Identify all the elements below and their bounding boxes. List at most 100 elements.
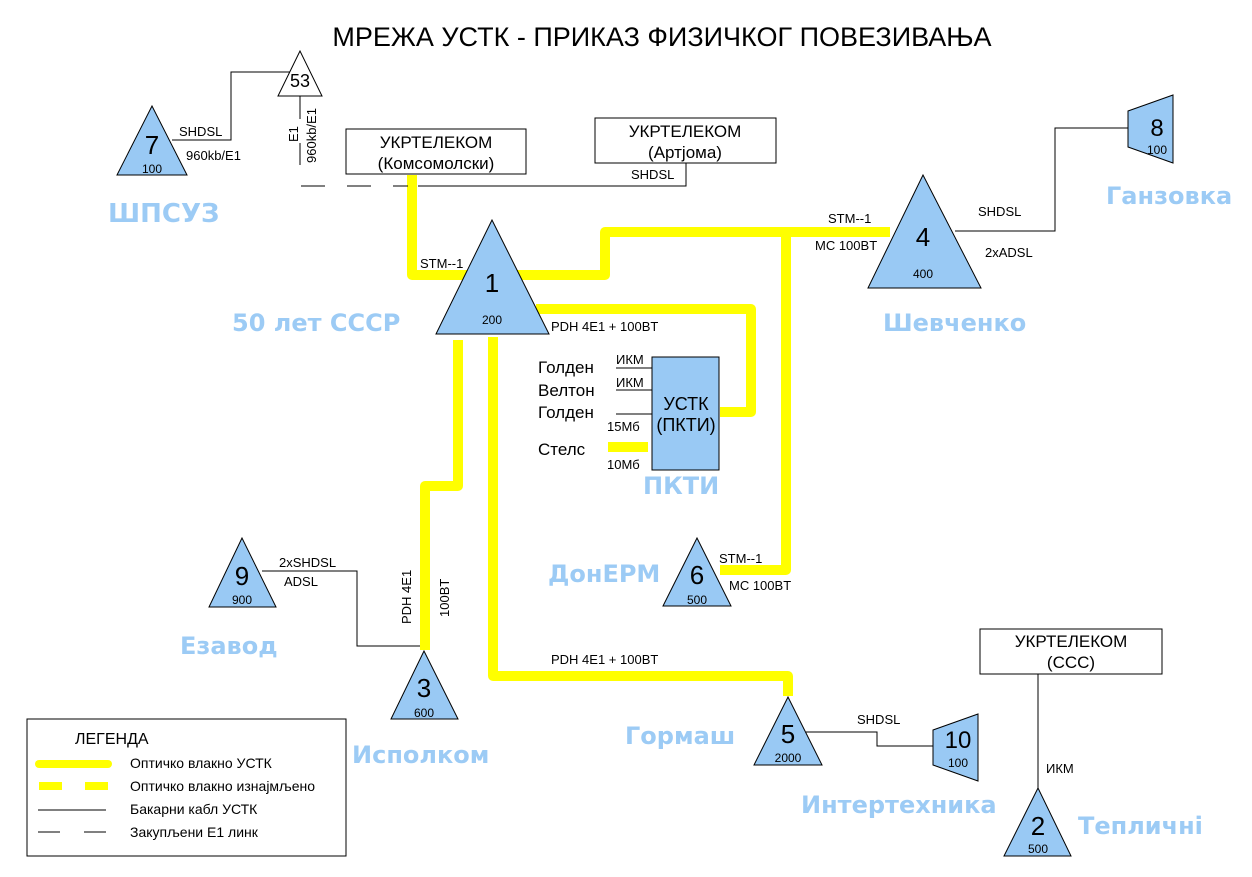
legend-label: Бакарни кабл УСТК bbox=[130, 801, 258, 817]
node-capacity: 100 bbox=[142, 162, 162, 176]
pkti-input-link: 15Мб bbox=[607, 419, 640, 434]
label-n6-mc: MC 100BT bbox=[729, 578, 791, 593]
box-line2: (ССС) bbox=[1047, 653, 1095, 672]
box-line2: (Комсомолски) bbox=[378, 154, 495, 173]
pkti-input-link: 10Мб bbox=[607, 457, 640, 472]
site-label-intertehnika: Интертехника bbox=[801, 791, 997, 819]
ukrtelekom-komsomolski-box: УКРТЕЛЕКОМ (Комсомолски) bbox=[345, 128, 527, 175]
legend-label: Оптичко влакно изнајмљено bbox=[130, 778, 315, 794]
legend-item-fiber-dashed: Оптичко влакно изнајмљено bbox=[39, 778, 315, 794]
node-2: 2 500 bbox=[1003, 786, 1072, 857]
site-label-donerm: ДонЕРМ bbox=[548, 560, 660, 588]
node-id: 4 bbox=[916, 222, 930, 252]
node-id: 8 bbox=[1150, 115, 1163, 142]
fiber-komsomolski-to-n1 bbox=[407, 175, 468, 280]
legend-item-copper-dashed: Закупљени Е1 линк bbox=[38, 824, 259, 840]
fiber-links bbox=[407, 175, 890, 696]
fiber-trunk-to-n6 bbox=[720, 232, 791, 575]
node-capacity: 900 bbox=[232, 593, 252, 607]
label-n4-adsl: 2xADSL bbox=[985, 245, 1033, 260]
legend-frame bbox=[26, 718, 347, 857]
box-line1: УСТК bbox=[663, 394, 709, 414]
node-capacity: 500 bbox=[687, 593, 707, 607]
legend-item-copper-solid: Бакарни кабл УСТК bbox=[38, 801, 258, 817]
fiber-n1-to-pkti bbox=[536, 304, 756, 417]
node-10: 10 100 bbox=[932, 713, 979, 782]
node-capacity: 2000 bbox=[775, 751, 802, 765]
label-n9-shdsl: 2xSHDSL bbox=[279, 555, 336, 570]
node-id: 10 bbox=[945, 727, 972, 754]
ukrtelekom-ccc-box: УКРТЕЛЕКОМ (ССС) bbox=[979, 628, 1163, 675]
diagram-title: МРЕЖА УСТК - ПРИКАЗ ФИЗИЧКОГ ПОВЕЗИВАЊА bbox=[332, 22, 991, 52]
pkti-input-link: ИКМ bbox=[616, 375, 644, 390]
legend: ЛЕГЕНДА Оптичко влакно УСТК Оптичко влак… bbox=[26, 718, 347, 857]
pkti-input-link: ИКМ bbox=[616, 352, 644, 367]
box-line1: УКРТЕЛЕКОМ bbox=[1015, 632, 1128, 651]
box-line1: УКРТЕЛЕКОМ bbox=[380, 133, 493, 152]
copper-links bbox=[172, 71, 1128, 790]
pkti-input-name: Велтон bbox=[538, 381, 595, 400]
node-53: 53 bbox=[277, 49, 323, 97]
copper-komsomolski-to-artjoma bbox=[418, 163, 687, 187]
site-labels: ШПСУЗ 50 лет СССР Шевченко Ганзовка ПКТИ… bbox=[108, 182, 1232, 840]
label-n1-stm: STM--1 bbox=[420, 256, 463, 271]
label-n7-rate: 960kb/E1 bbox=[186, 148, 241, 163]
label-n3-pdh: PDH 4E1 bbox=[399, 570, 414, 624]
fiber-n1-to-n4 bbox=[516, 227, 890, 280]
node-id: 1 bbox=[485, 268, 499, 298]
site-label-teplichni: Тепличні bbox=[1078, 812, 1203, 840]
node-1: 1 200 bbox=[435, 218, 550, 335]
ukrtelekom-artjoma-box: УКРТЕЛЕКОМ (Артјома) bbox=[594, 117, 777, 164]
pkti-input-name: Голден bbox=[538, 403, 594, 422]
legend-label: Оптичко влакно УСТК bbox=[130, 755, 273, 771]
copper-n5-to-n10 bbox=[806, 731, 933, 747]
label-n7-shdsl: SHDSL bbox=[179, 124, 222, 139]
link-labels: SHDSL 960kb/E1 E1 960kb/E1 SHDSL STM--1 … bbox=[179, 108, 1074, 776]
fiber-n1-to-n3 bbox=[420, 340, 463, 650]
node-id: 7 bbox=[145, 130, 159, 160]
label-n6-stm: STM--1 bbox=[719, 551, 762, 566]
node-6: 6 500 bbox=[662, 536, 732, 607]
node-id: 6 bbox=[690, 560, 704, 590]
pkti-input-name: Стелс bbox=[538, 440, 586, 459]
label-n4-stm: STM--1 bbox=[828, 211, 871, 226]
node-capacity: 200 bbox=[482, 313, 502, 327]
label-n4-shdsl: SHDSL bbox=[978, 204, 1021, 219]
legend-item-fiber-solid: Оптичко влакно УСТК bbox=[35, 755, 273, 771]
node-5: 5 2000 bbox=[753, 695, 823, 766]
label-n3-bt: 100BT bbox=[437, 579, 452, 617]
copper-n4-to-n8 bbox=[955, 127, 1128, 232]
fiber-n1-to-n5 bbox=[488, 337, 793, 696]
node-id: 53 bbox=[290, 71, 310, 91]
legend-label: Закупљени Е1 линк bbox=[130, 824, 259, 840]
site-label-shpsuz: ШПСУЗ bbox=[108, 199, 219, 229]
site-label-gormash: Гормаш bbox=[625, 722, 735, 750]
node-id: 9 bbox=[235, 561, 249, 591]
label-n2-ikm: ИКМ bbox=[1046, 761, 1074, 776]
node-8: 8 100 bbox=[1127, 94, 1174, 164]
label-n5-pdh: PDH 4E1 + 100BT bbox=[551, 652, 658, 667]
legend-title: ЛЕГЕНДА bbox=[75, 731, 149, 748]
copper-n7-to-n53 bbox=[172, 71, 292, 141]
node-id: 3 bbox=[417, 673, 431, 703]
label-n5-shdsl: SHDSL bbox=[857, 712, 900, 727]
node-3: 3 600 bbox=[390, 649, 459, 720]
node-capacity: 100 bbox=[948, 756, 968, 770]
site-label-pkti: ПКТИ bbox=[643, 472, 719, 500]
pkti-inputs: Голден ИКМ Велтон ИКМ Голден 15Мб Стелс … bbox=[538, 352, 644, 472]
site-label-ezavod: Езавод bbox=[180, 632, 278, 660]
label-n4-mc: MC 100BT bbox=[815, 238, 877, 253]
label-n9-adsl: ADSL bbox=[284, 574, 318, 589]
label-n53-rate: 960kb/E1 bbox=[304, 108, 319, 163]
box-line1: УКРТЕЛЕКОМ bbox=[629, 122, 742, 141]
node-9: 9 900 bbox=[208, 536, 277, 608]
site-label-shevchenko: Шевченко bbox=[883, 309, 1026, 337]
box-line2: (Артјома) bbox=[648, 143, 722, 162]
node-4: 4 400 bbox=[867, 173, 982, 289]
site-label-ispolkom: Исполком bbox=[352, 741, 489, 769]
ustk-pkti-box: УСТК (ПКТИ) bbox=[651, 356, 720, 471]
node-capacity: 100 bbox=[1147, 143, 1167, 157]
label-artjoma-shdsl: SHDSL bbox=[631, 167, 674, 182]
node-id: 5 bbox=[781, 719, 795, 749]
